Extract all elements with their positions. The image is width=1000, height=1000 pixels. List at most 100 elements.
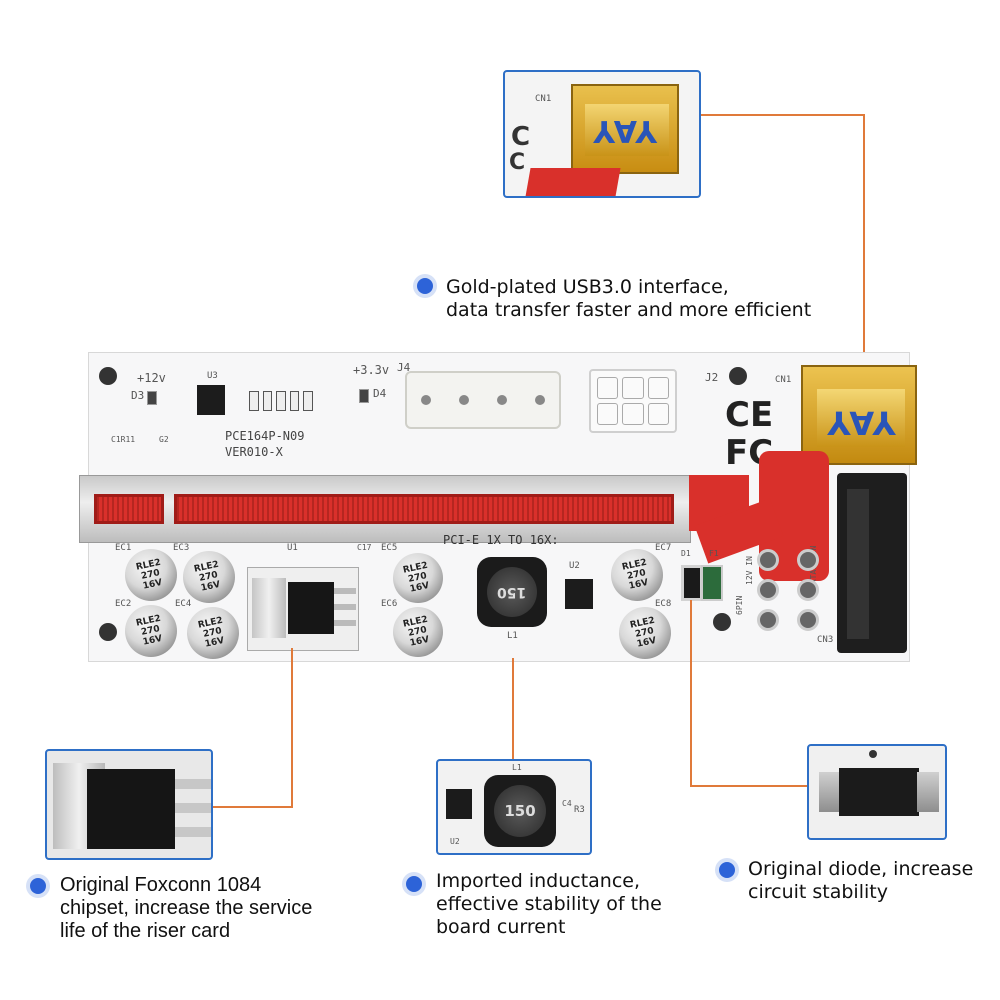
silk-l1: L1 <box>507 631 518 641</box>
inductor-l1: 150 <box>477 557 547 627</box>
ce-mark: CE <box>725 395 774 435</box>
riser-board: +12v D3 U3 PCE164P-N09 VER010-X C1R11 G2… <box>79 352 917 662</box>
silk-model-line1: PCE164P-N09 <box>225 429 305 443</box>
usb-caption-bullet <box>417 278 433 294</box>
silk-d1: D1 <box>681 549 691 558</box>
silk-d3: D3 <box>131 389 145 402</box>
usb-caption-line2: data transfer faster and more efficient <box>446 299 812 321</box>
silk-12v: +12v <box>137 371 166 385</box>
inductor-caption-line2: effective stability of the <box>436 893 662 915</box>
cap-ec7-label: EC7 <box>655 543 672 553</box>
silk-6pin: 6PIN <box>735 595 744 615</box>
inductor-caption-bullet <box>406 876 422 892</box>
cap-ec1-label: EC1 <box>115 543 132 553</box>
silk-12v-in: 12V IN <box>745 556 754 585</box>
chipset-caption-line1: Original Foxconn 1084 <box>60 874 262 896</box>
silk-u1: U1 <box>287 543 298 553</box>
inset-fc-mark: C <box>509 150 526 175</box>
diode-caption: Original diode, increase circuit stabili… <box>748 858 973 904</box>
mount-hole <box>99 623 117 641</box>
usb-caption-line1: Gold-plated USB3.0 interface, <box>446 276 729 298</box>
capacitor-ec7: RLE2 270 16V <box>611 549 663 601</box>
inductor-inset-photo: L1 U2 150 C4 R3 <box>436 759 592 855</box>
silk-33v: +3.3v <box>353 363 390 377</box>
pcie-slot-key-long <box>174 494 674 524</box>
diode-caption-bullet <box>719 862 735 878</box>
usb-callout-line-h <box>701 114 864 116</box>
cap-ec3-label: EC3 <box>173 543 190 553</box>
chipset-callout-line-v <box>291 648 293 808</box>
led-row <box>249 391 313 411</box>
inset-inductor: 150 <box>484 775 556 847</box>
pcie-x16-slot <box>79 475 691 543</box>
diode-d1 <box>681 565 703 601</box>
usb-inset-photo: CN1 ⅄∀⅄ C C <box>503 70 701 198</box>
silk-d4: D4 <box>373 387 387 400</box>
diode-caption-line1: Original diode, increase <box>748 858 974 880</box>
chip-u3 <box>197 385 225 415</box>
usb-caption: Gold-plated USB3.0 interface, data trans… <box>446 276 811 322</box>
capacitor-ec3: RLE2 270 16V <box>183 551 235 603</box>
inset-r3-label: R3 <box>574 805 585 815</box>
silk-u3: U3 <box>207 371 218 381</box>
silk-f1: F1 <box>709 549 719 558</box>
six-pin-connector-j2 <box>589 369 677 433</box>
silk-u2: U2 <box>569 561 580 571</box>
sata-power-connector-cn3 <box>837 473 907 653</box>
header-holes <box>757 549 829 631</box>
chipset-caption-line3: life of the riser card <box>60 920 231 942</box>
inset-ce-mark: C <box>511 122 531 152</box>
silk-slot-label: PCI-E 1X TO 16X: <box>443 533 559 547</box>
silk-g2: G2 <box>159 435 169 444</box>
silk-j4: J4 <box>397 361 411 374</box>
diode-caption-line2: circuit stability <box>748 881 888 903</box>
inductor-value: 150 <box>497 584 527 600</box>
chipset-caption-line2: chipset, increase the service <box>60 897 313 919</box>
chipset-caption-bullet <box>30 878 46 894</box>
mount-hole <box>729 367 747 385</box>
usb-callout-line-v <box>863 114 865 400</box>
capacitor-ec6: RLE2 270 16V <box>393 607 443 657</box>
silk-model-line2: VER010-X <box>225 445 283 459</box>
capacitor-ec2: RLE2 270 16V <box>125 605 177 657</box>
capacitor-ec5: RLE2 270 16V <box>393 553 443 603</box>
inset-chip-u2 <box>446 789 472 819</box>
molex-connector-j4 <box>405 371 561 429</box>
regulator-u1 <box>247 567 359 651</box>
mount-hole <box>99 367 117 385</box>
inductor-caption-line3: board current <box>436 916 566 938</box>
chip-u2 <box>565 579 593 609</box>
capacitor-ec1: RLE2 270 16V <box>125 549 177 601</box>
chipset-inset-chip <box>87 769 175 849</box>
cap-ec5-label: EC5 <box>381 543 398 553</box>
cap-ec8-label: EC8 <box>655 599 672 609</box>
led-d4 <box>359 389 369 403</box>
diode-inset-chip <box>839 768 919 816</box>
silk-c1r11: C1R11 <box>111 435 136 444</box>
silk-cn3: CN3 <box>817 635 834 645</box>
diode-callout-line-v <box>690 600 692 786</box>
inset-c4-label: C4 <box>562 799 572 808</box>
inset-u2-label: U2 <box>450 837 460 846</box>
silk-c17: C17 <box>357 543 372 552</box>
usb3-port-cn1: ⅄∀⅄ <box>801 365 917 465</box>
cap-ec4-label: EC4 <box>175 599 192 609</box>
silk-cn1: CN1 <box>775 375 792 385</box>
inset-cn1-label: CN1 <box>535 94 552 104</box>
led-d3 <box>147 391 157 405</box>
inset-l1-label: L1 <box>512 763 522 772</box>
usb-ss-logo: ⅄∀⅄ <box>593 116 658 151</box>
inset-inductor-value: 150 <box>504 802 536 820</box>
usb-ss-logo: ⅄∀⅄ <box>827 405 896 443</box>
capacitor-ec8: RLE2 270 16V <box>619 607 671 659</box>
fuse-f1 <box>701 565 723 601</box>
silk-j2: J2 <box>705 371 719 384</box>
inductor-caption-line1: Imported inductance, <box>436 870 641 892</box>
capacitor-ec4: RLE2 270 16V <box>187 607 239 659</box>
cap-ec6-label: EC6 <box>381 599 398 609</box>
inductor-caption: Imported inductance, effective stability… <box>436 870 662 939</box>
mount-hole <box>713 613 731 631</box>
diode-callout-line-h <box>690 785 808 787</box>
inset-usb-port: ⅄∀⅄ <box>571 84 679 174</box>
chipset-callout-line-h <box>213 806 293 808</box>
